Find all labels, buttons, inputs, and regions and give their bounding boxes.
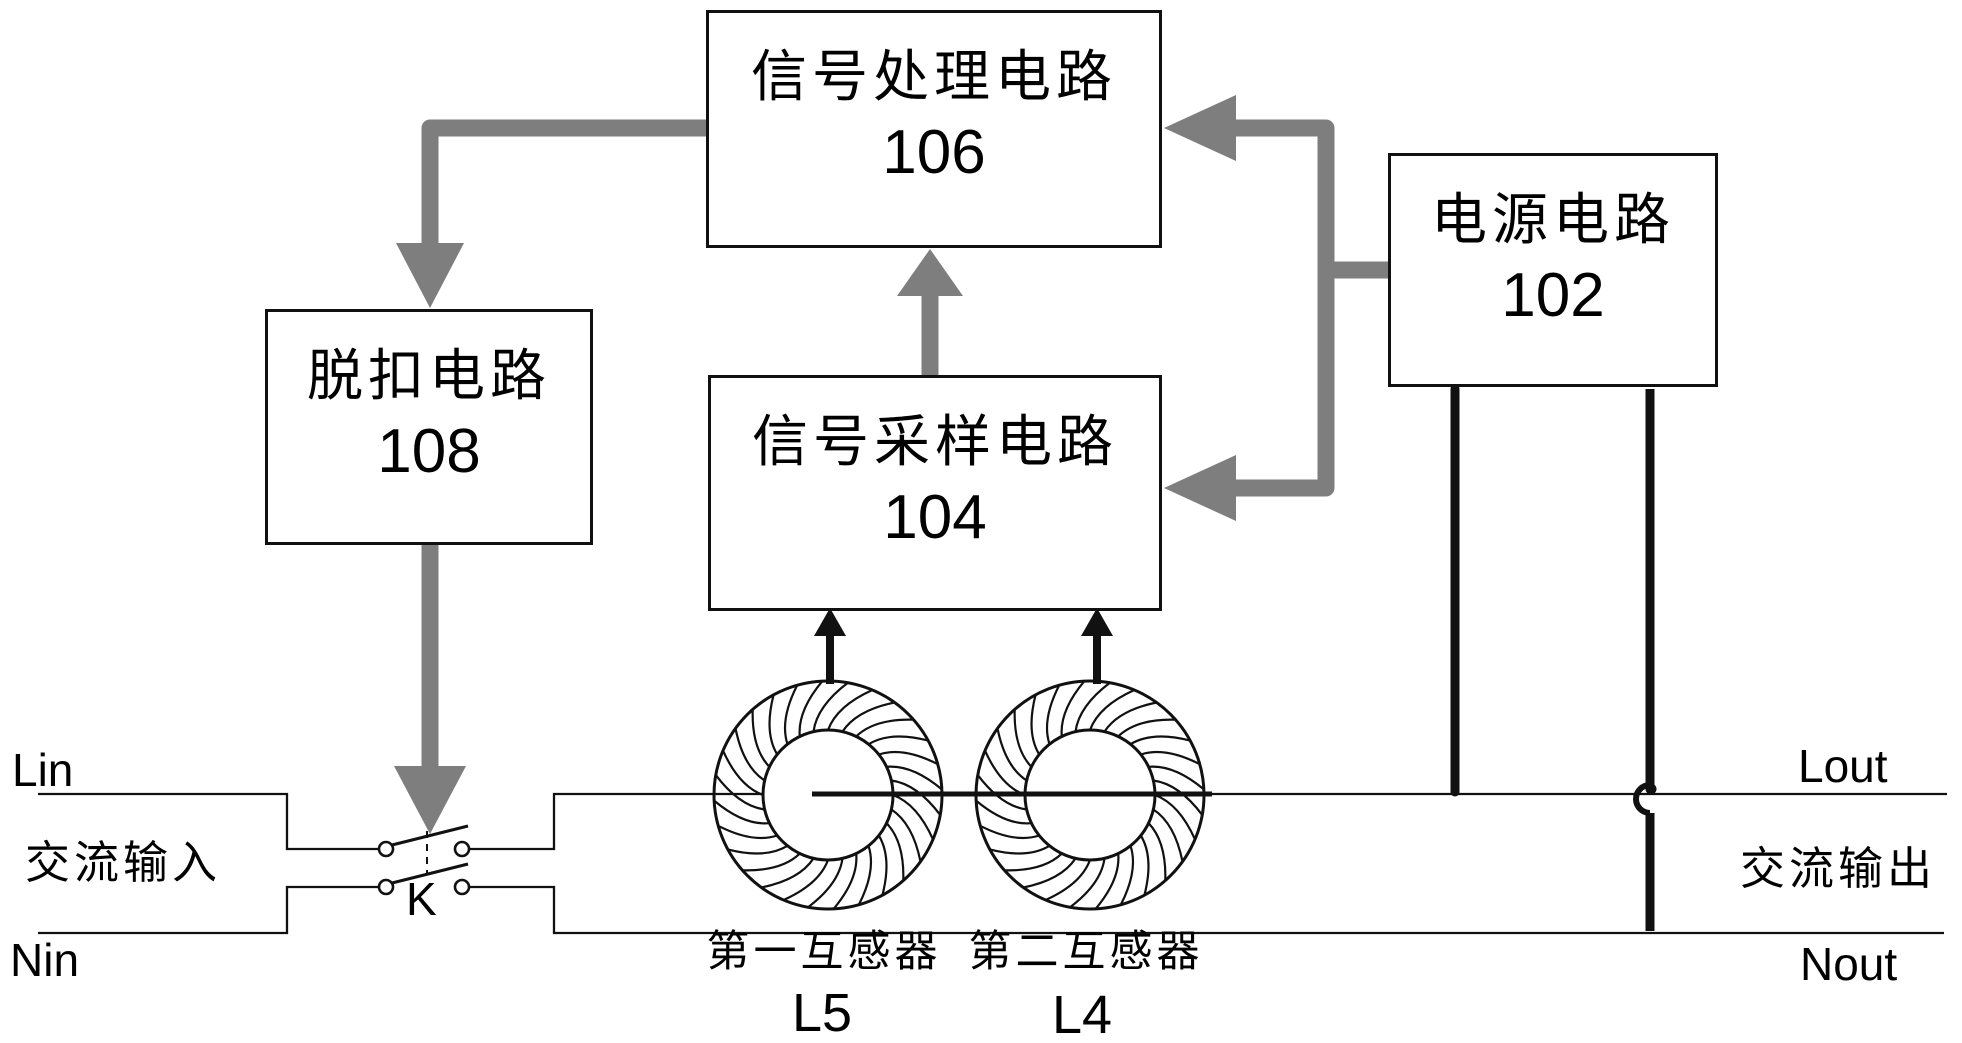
switch-contact-n-left bbox=[377, 878, 395, 896]
switch-k-label: K bbox=[406, 873, 437, 925]
terminal-lout: Lout bbox=[1798, 740, 1888, 792]
terminal-nin: Nin bbox=[10, 934, 80, 986]
gray-arrow-group bbox=[421, 119, 1397, 777]
switch-k-symbol bbox=[377, 824, 471, 896]
block-power-supply: 电源电路 102 bbox=[1388, 153, 1718, 387]
block-trip-circuit: 脱扣电路 108 bbox=[265, 309, 593, 545]
sense-lead-arrows bbox=[826, 633, 1101, 684]
toroid-winding-hatch bbox=[975, 680, 1205, 910]
sense-lead-arrowheads bbox=[814, 608, 1113, 636]
toroid-winding-hatch bbox=[713, 680, 943, 910]
n-line-right bbox=[469, 885, 1944, 935]
ac-output-label: 交流输出 bbox=[1740, 842, 1937, 895]
block-power-supply-ref: 102 bbox=[1501, 260, 1605, 330]
block-signal-sampling: 信号采样电路 104 bbox=[708, 375, 1162, 611]
block-signal-sampling-ref: 104 bbox=[883, 482, 987, 552]
terminal-nout: Nout bbox=[1800, 938, 1898, 990]
first-lead-arrowhead bbox=[814, 608, 846, 636]
arrowhead-into-trip bbox=[396, 243, 464, 308]
arrow-power-trunk bbox=[1227, 119, 1335, 497]
second-transformer-ref: L4 bbox=[1051, 985, 1113, 1043]
block-signal-processing-ref: 106 bbox=[882, 117, 986, 187]
switch-contact-l-left bbox=[377, 840, 395, 858]
l-line-right bbox=[469, 792, 1947, 851]
arrow-processing-to-trip bbox=[421, 119, 723, 255]
power-feed-lines bbox=[1450, 384, 1655, 931]
gray-arrowheads bbox=[394, 95, 1236, 834]
mains-wires bbox=[38, 792, 1947, 935]
switch-blade-top bbox=[391, 824, 469, 847]
second-lead-arrowhead bbox=[1081, 608, 1113, 636]
arrowhead-into-sampling bbox=[1164, 455, 1236, 521]
n-line-left bbox=[38, 885, 379, 935]
block-signal-processing-label: 信号处理电路 bbox=[751, 45, 1117, 110]
block-signal-processing: 信号处理电路 106 bbox=[706, 10, 1162, 248]
switch-blade-bottom bbox=[391, 862, 469, 885]
power-feed-hop bbox=[1633, 782, 1651, 816]
block-trip-circuit-label: 脱扣电路 bbox=[307, 344, 551, 409]
ac-input-label: 交流输入 bbox=[25, 836, 222, 889]
arrowhead-up-into-processing bbox=[897, 249, 963, 296]
terminal-lin: Lin bbox=[12, 744, 74, 796]
hop-junction-dot bbox=[1645, 783, 1657, 795]
first-transformer-ref: L5 bbox=[791, 983, 853, 1043]
switch-contact-n-right bbox=[453, 878, 471, 896]
block-power-supply-label: 电源电路 bbox=[1431, 188, 1675, 253]
block-signal-sampling-label: 信号采样电路 bbox=[752, 410, 1118, 475]
first-transformer-label: 第一互感器 bbox=[706, 927, 942, 977]
arrowhead-into-processing bbox=[1164, 95, 1236, 161]
l-line-left bbox=[38, 792, 379, 851]
arrowhead-onto-switch bbox=[394, 766, 466, 834]
block-trip-circuit-ref: 108 bbox=[377, 416, 481, 486]
switch-contact-l-right bbox=[453, 840, 471, 858]
second-transformer-label: 第二互感器 bbox=[968, 927, 1204, 977]
